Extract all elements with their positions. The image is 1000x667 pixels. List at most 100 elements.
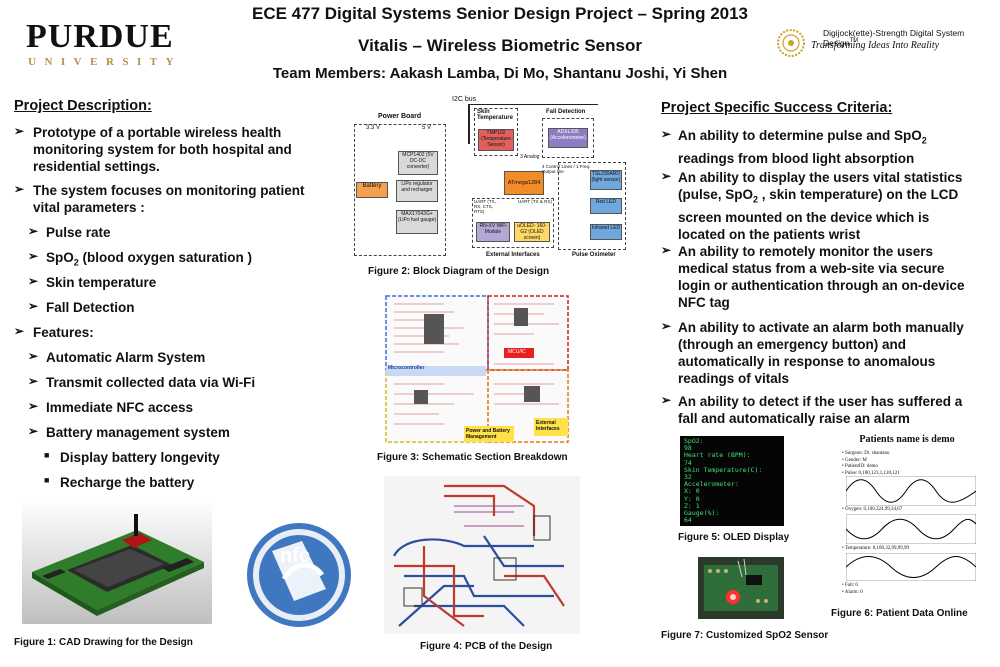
schematic-image — [384, 294, 570, 444]
arrow-bullet-icon: ➢ — [661, 319, 672, 333]
block-diagram: I2C bus Power Board 3.3 V 5 V MCP1402 (5… — [346, 94, 638, 264]
criteria-heading: Project Specific Success Criteria: — [661, 100, 893, 116]
criterion-item: An ability to remotely monitor the users… — [678, 244, 965, 310]
nfc-tag-icon — [247, 523, 351, 627]
analog-label: 3 Analog — [520, 154, 540, 160]
cad-drawing-image — [22, 500, 212, 624]
arrow-bullet-icon: ➢ — [28, 249, 39, 263]
oled-display-image: SpO2: 98 Heart rate (BPM): 74 Skin Tempe… — [680, 436, 784, 526]
power-board-box — [354, 124, 446, 256]
figure-2-caption: Figure 2: Block Diagram of the Design — [368, 266, 550, 277]
oled-block: uOLED- 160-G2 (OLED screen) — [514, 222, 550, 242]
wifi-block: RN-XV WiFi Module — [476, 222, 510, 242]
temp-sensor-block: TMP102 (Temperature Sensor) — [478, 129, 514, 151]
criterion-item: An ability to display the users vital st… — [678, 170, 963, 242]
project-title: Vitalis – Wireless Biometric Sensor — [358, 36, 642, 55]
control-lines-label: 4 Control Lines / 1 Freq. Output line — [542, 164, 591, 174]
battery-block: Battery — [356, 182, 388, 198]
patient-info: • Surgeon: Dr. shantanu • Gender: M • Pa… — [842, 451, 900, 476]
patient-webpage-image: Patients name is demo • Surgeon: Dr. sha… — [836, 434, 978, 602]
power-management-label: Power and Battery Management — [466, 428, 510, 440]
figure-4-caption: Figure 4: PCB of the Design — [420, 641, 553, 652]
dj-slogan: Transforming Ideas Into Reality — [811, 40, 940, 51]
oxygen-graph — [846, 514, 976, 544]
feature-item: Automatic Alarm System — [46, 350, 206, 365]
voltage-label: 3.3 V — [366, 125, 381, 131]
purdue-logo: PURDUE UNIVERSITY — [26, 18, 183, 68]
web-page-title: Patients name is demo — [859, 434, 955, 445]
i2c-label: I2C bus — [452, 96, 477, 103]
spo2-sensor-image — [698, 557, 784, 619]
voltage-label: 5 V — [422, 125, 432, 131]
arrow-bullet-icon: ➢ — [14, 324, 25, 338]
skin-temp-label: Skin Temperature — [477, 109, 513, 121]
pulse-oximeter-box — [558, 162, 626, 250]
external-interfaces-label: External Interfaces — [536, 420, 560, 432]
arrow-bullet-icon: ➢ — [28, 349, 39, 363]
pulse-graph — [846, 476, 976, 506]
figure-3-caption: Figure 3: Schematic Section Breakdown — [377, 452, 568, 463]
figure-6-caption: Figure 6: Patient Data Online — [831, 608, 968, 619]
temperature-graph — [846, 553, 976, 581]
mcu-ic-label: MCU/IC — [508, 349, 526, 355]
feature-item: Immediate NFC access — [46, 400, 194, 415]
fall-detection-box — [542, 118, 594, 158]
team-members: Team Members: Aakash Lamba, Di Mo, Shant… — [272, 65, 728, 82]
digijock-seal-icon — [777, 29, 805, 57]
regulator-block: LiPo regulator and recharger — [396, 180, 438, 202]
arrow-bullet-icon: ➢ — [28, 224, 39, 238]
temperature-info: • Temperature: 0,100,32,99,99,99 — [842, 546, 910, 551]
uart-label: UART (TX & RX) — [518, 199, 552, 204]
arrow-bullet-icon: ➢ — [661, 393, 672, 407]
vital-item: Skin temperature — [46, 275, 157, 290]
red-led-block: Red LED — [590, 198, 622, 214]
arrow-bullet-icon: ➢ — [28, 424, 39, 438]
vital-item: SpO2 (blood oxygen saturation ) — [46, 250, 253, 268]
arrow-bullet-icon: ➢ — [28, 299, 39, 313]
arrow-bullet-icon: ➢ — [661, 243, 672, 257]
alarm-info: • Fall: 0• Alarm: 0 — [842, 583, 863, 595]
oled-readout: SpO2: 98 Heart rate (BPM): 74 Skin Tempe… — [684, 437, 763, 525]
criterion-item: An ability to detect if the user has suf… — [678, 394, 963, 426]
arrow-bullet-icon: ➢ — [28, 399, 39, 413]
square-bullet-icon: ■ — [44, 475, 50, 485]
microcontroller-label: Microcontroller — [388, 365, 425, 371]
ir-led-block: Infrared LED — [590, 224, 622, 240]
i2c-bus-line — [468, 104, 470, 144]
skin-temp-box — [474, 108, 518, 156]
external-interfaces-box — [472, 198, 554, 248]
poster-title: ECE 477 Digital Systems Senior Design Pr… — [251, 4, 749, 23]
arrow-bullet-icon: ➢ — [28, 274, 39, 288]
features-heading: Features: — [33, 325, 94, 340]
mcu-block: ATmega1284 — [504, 171, 544, 195]
vital-item: Pulse rate — [46, 225, 111, 240]
figure-1-caption: Figure 1: CAD Drawing for the Design — [14, 637, 193, 648]
dj-tagline: Digijock(ette)-Strength Digital System D… — [823, 28, 965, 48]
dcdc-block: MCP1402 (5V DC-DC converter) — [398, 151, 438, 175]
description-heading: Project Description: — [14, 98, 152, 114]
external-interfaces-label: External Interfaces — [486, 252, 540, 258]
accelerometer-block: ADXL335 (Accelerometer) — [548, 128, 588, 148]
arrow-bullet-icon: ➢ — [28, 374, 39, 388]
feature-item: Transmit collected data via Wi-Fi — [46, 375, 256, 390]
oxygen-info: • Oxygen: 0,100,324,99,34,67 — [842, 507, 903, 512]
fuel-gauge-block: MAX17043G+ (LiPo fuel gauge) — [396, 210, 438, 234]
arrow-bullet-icon: ➢ — [661, 169, 672, 183]
arrow-bullet-icon: ➢ — [14, 124, 25, 138]
description-item: Prototype of a portable wireless health … — [33, 125, 292, 174]
pcb-image — [384, 476, 580, 634]
vital-item: Fall Detection — [46, 300, 135, 315]
feature-item: Battery management system — [46, 425, 230, 440]
description-item: The system focuses on monitoring patient… — [33, 183, 305, 215]
uart-label: UART (TX, RX, CTS, RTS) — [474, 199, 496, 214]
battery-item: Recharge the battery — [60, 475, 195, 490]
arrow-bullet-icon: ➢ — [14, 182, 25, 196]
figure-5-caption: Figure 5: OLED Display — [678, 532, 790, 543]
power-board-label: Power Board — [378, 113, 422, 120]
fall-detection-label: Fall Detection — [546, 109, 586, 115]
square-bullet-icon: ■ — [44, 450, 50, 460]
nfc-label: nfc — [280, 545, 310, 567]
i2c-bus-line — [468, 104, 598, 105]
battery-item: Display battery longevity — [60, 450, 220, 465]
